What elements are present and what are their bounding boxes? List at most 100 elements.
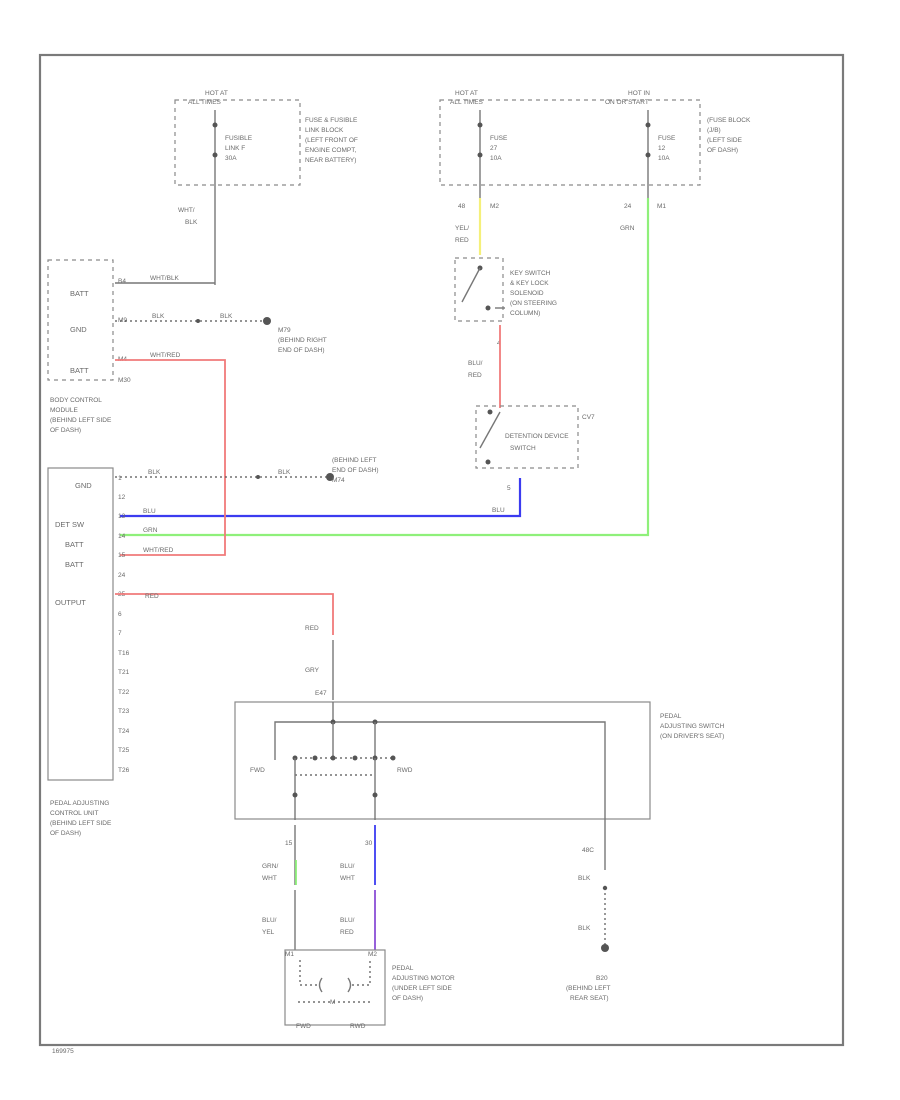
pu-conn-9: T16 <box>118 650 130 657</box>
ground-m79-id: M79 <box>278 327 291 334</box>
wire-blk-pu-1: BLK <box>148 469 161 476</box>
switch-fwd-label: FWD <box>250 767 265 774</box>
bcm-label-1: MODULE <box>50 407 78 414</box>
switch-node-h <box>372 792 378 798</box>
pu-conn-12: T23 <box>118 708 130 715</box>
pedal-switch-label-0: PEDAL <box>660 713 682 720</box>
ground-m74-symbol <box>326 473 334 481</box>
ground-b20-note-1: REAR SEAT) <box>570 995 609 1002</box>
ground-m79-note-0: (BEHIND RIGHT <box>278 337 327 344</box>
key-switch-label-3: (ON STEERING <box>510 300 557 307</box>
wire-blk-b20-2: BLK <box>578 925 591 932</box>
pu-conn-8: 7 <box>118 630 122 637</box>
wire-wht-red-label-2: WHT/RED <box>143 547 174 554</box>
wire-blu-wht-l1: BLU/ <box>340 863 355 870</box>
detention-contact <box>479 411 501 449</box>
fuse-block-note-1: (J/B) <box>707 127 721 134</box>
switch-node-g <box>292 792 298 798</box>
detention-switch-box <box>475 405 579 469</box>
wire-blu-red2-l1: BLU/ <box>340 917 355 924</box>
fuse12-terminal-top <box>645 122 651 128</box>
fusible-link-box <box>174 99 301 186</box>
gnd-splice-1 <box>196 319 200 323</box>
fuse-block-box <box>439 99 701 186</box>
pu-conn-10: T21 <box>118 669 130 676</box>
wire-blu-pu-label: BLU <box>143 508 156 515</box>
wire-wht-blk-l1: WHT/ <box>178 207 195 214</box>
fuse27-l3: 10A <box>490 155 502 162</box>
ground-m74-id: M74 <box>332 477 345 484</box>
pedal-motor-label-2: (UNDER LEFT SIDE <box>392 985 452 992</box>
pedal-unit-box <box>47 467 114 781</box>
wire-red-label-1: RED <box>145 593 159 600</box>
fusible-note-2: (LEFT FRONT OF <box>305 137 358 144</box>
pu-conn-13: T24 <box>118 728 130 735</box>
wire-red-label-2: RED <box>305 625 319 632</box>
fuse12-terminal-bottom <box>645 152 651 158</box>
pedal-unit-label-2: (BEHIND LEFT SIDE <box>50 820 112 827</box>
pedal-switch-bus <box>274 721 606 820</box>
pu-conn-0: 1 <box>118 475 122 482</box>
fusible-note-1: LINK BLOCK <box>305 127 344 134</box>
pu-conn-7: 6 <box>118 611 122 618</box>
wire-yel-red-l1: YEL/ <box>455 225 469 232</box>
pu-conn-1: 12 <box>118 494 126 501</box>
fuse27-l2: 27 <box>490 145 498 152</box>
fuse27-l1: FUSE <box>490 135 508 142</box>
pin-15: 15 <box>285 840 293 847</box>
pin-4: 4 <box>497 340 501 347</box>
key-switch-box <box>454 257 504 322</box>
wire-blk-b20-1: BLK <box>578 875 591 882</box>
fuse12-l1: FUSE <box>658 135 676 142</box>
bcm-conn-b4: B4 <box>118 278 126 285</box>
ground-m79-note-1: END OF DASH) <box>278 347 325 354</box>
pedal-motor-label-1: ADJUSTING MOTOR <box>392 975 455 982</box>
bcm-pin-batt-1: BATT <box>70 289 89 298</box>
wire-blk-bcm-2: BLK <box>220 313 233 320</box>
wire-blu-wht-l2: WHT <box>340 875 355 882</box>
bcm-conn-m9: M9 <box>118 317 127 324</box>
switch-node-c <box>330 755 336 761</box>
pin-5: 5 <box>507 485 511 492</box>
wire-blu-red-l1: BLU/ <box>468 360 483 367</box>
pedal-motor-label-0: PEDAL <box>392 965 414 972</box>
fuse-terminal-bottom <box>212 152 218 158</box>
pedal-unit-pin-output: OUTPUT <box>55 598 86 607</box>
wire-wht-red-label-1: WHT/RED <box>150 352 181 359</box>
bcm-conn-m30: M30 <box>118 377 131 384</box>
motor-wiring <box>299 960 371 986</box>
pedal-unit-pin-batt2: BATT <box>65 560 84 569</box>
ground-m74-note-0: (BEHIND LEFT <box>332 457 376 464</box>
wire-blue <box>120 478 522 518</box>
gnd-splice-2 <box>256 475 260 479</box>
pin-m2: M2 <box>490 203 499 210</box>
diagram-id: 169975 <box>52 1048 74 1055</box>
wire-yel-red-l2: RED <box>455 237 469 244</box>
wire-blk-pu-2: BLK <box>278 469 291 476</box>
pedal-motor-box <box>284 949 386 1026</box>
bcm-pin-gnd: GND <box>70 325 87 334</box>
pu-conn-3: 14 <box>118 533 126 540</box>
pin-48: 48 <box>458 203 466 210</box>
ground-b20-note-0: (BEHIND LEFT <box>566 985 610 992</box>
fuse12-l2: 12 <box>658 145 666 152</box>
pedal-unit-pin-batt1: BATT <box>65 540 84 549</box>
pedal-switch-box <box>234 701 651 820</box>
pedal-unit-pin-detsw: DET SW <box>55 520 85 529</box>
motor-symbol <box>318 977 352 993</box>
fusible-link-l1: FUSIBLE <box>225 135 253 142</box>
key-switch-label-4: COLUMN) <box>510 310 540 317</box>
fusible-link-l3: 30A <box>225 155 237 162</box>
pin-48c: 48C <box>582 847 594 854</box>
fusible-note-3: ENGINE COMPT, <box>305 147 356 154</box>
wire-blk-bcm-1: BLK <box>152 313 165 320</box>
wire-grn-pu-label: GRN <box>143 527 158 534</box>
fusible-note-0: FUSE & FUSIBLE <box>305 117 358 124</box>
fusible-note-4: NEAR BATTERY) <box>305 157 356 164</box>
key-switch-contact <box>461 267 481 303</box>
detention-label-0: DETENTION DEVICE <box>505 433 569 440</box>
detention-corner: CV7 <box>582 414 595 421</box>
wire-red-output <box>115 593 334 635</box>
pin-m1: M1 <box>657 203 666 210</box>
pu-conn-5: 24 <box>118 572 126 579</box>
